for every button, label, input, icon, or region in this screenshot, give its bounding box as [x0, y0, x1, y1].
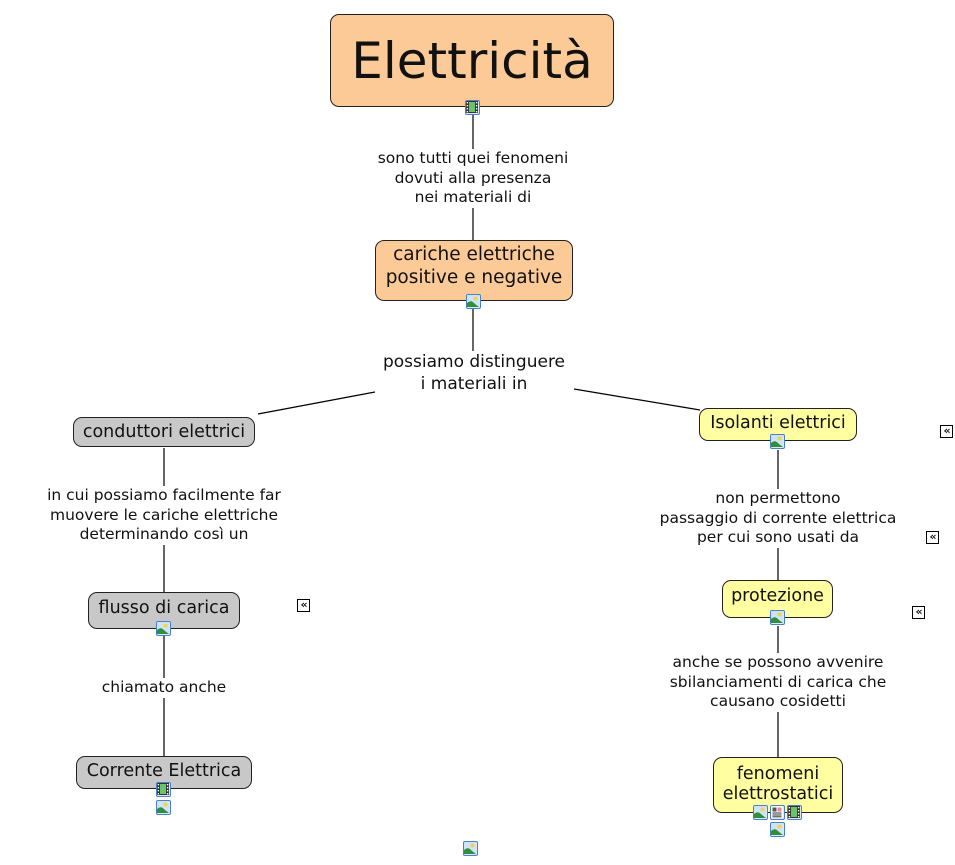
collapse-double-chevron-icon[interactable]: « — [926, 531, 939, 544]
linking-phrase-distinguere[interactable]: possiamo distinguere i materiali in — [382, 351, 566, 395]
film-icon[interactable] — [787, 805, 802, 820]
film-icon[interactable] — [156, 782, 171, 797]
collapse-double-chevron-icon[interactable]: « — [297, 599, 310, 612]
linking-phrase-isolanti[interactable]: non permettono passaggio di corrente ele… — [659, 489, 897, 548]
concept-label: Isolanti elettrici — [710, 412, 846, 433]
linking-phrase-fenomeni[interactable]: sono tutti quei fenomeni dovuti alla pre… — [377, 149, 569, 208]
concept-cariche-elettriche[interactable]: cariche elettriche positive e negative — [375, 240, 573, 301]
linking-phrase-conduttori[interactable]: in cui possiamo facilmente far muovere l… — [47, 486, 281, 545]
concept-label: Elettricità — [351, 31, 593, 90]
concept-label: fenomeni elettrostatici — [722, 763, 834, 804]
collapse-double-chevron-icon[interactable]: « — [912, 606, 925, 619]
image-icon[interactable] — [463, 841, 478, 856]
image-icon[interactable] — [156, 800, 171, 815]
concept-label: conduttori elettrici — [82, 421, 246, 442]
document-icon[interactable] — [770, 805, 785, 820]
concept-elettricita[interactable]: Elettricità — [330, 14, 614, 107]
concept-label: Corrente Elettrica — [86, 760, 242, 781]
image-icon[interactable] — [156, 621, 171, 636]
image-icon[interactable] — [770, 434, 785, 449]
film-icon[interactable] — [465, 100, 480, 115]
image-icon[interactable] — [466, 294, 481, 309]
collapse-double-chevron-icon[interactable]: « — [940, 425, 953, 438]
concept-label: protezione — [731, 585, 824, 606]
line-l2-isolanti — [573, 388, 701, 411]
line-l2-conduttori — [257, 391, 376, 415]
image-icon[interactable] — [770, 822, 785, 837]
image-icon[interactable] — [770, 610, 785, 625]
concept-conduttori-elettrici[interactable]: conduttori elettrici — [73, 417, 255, 447]
image-icon[interactable] — [753, 805, 768, 820]
linking-phrase-chiamato[interactable]: chiamato anche — [101, 678, 227, 698]
linking-phrase-protezione[interactable]: anche se possono avvenire sbilanciamenti… — [669, 653, 887, 712]
concept-label: cariche elettriche positive e negative — [385, 244, 563, 288]
concept-label: flusso di carica — [98, 597, 230, 618]
